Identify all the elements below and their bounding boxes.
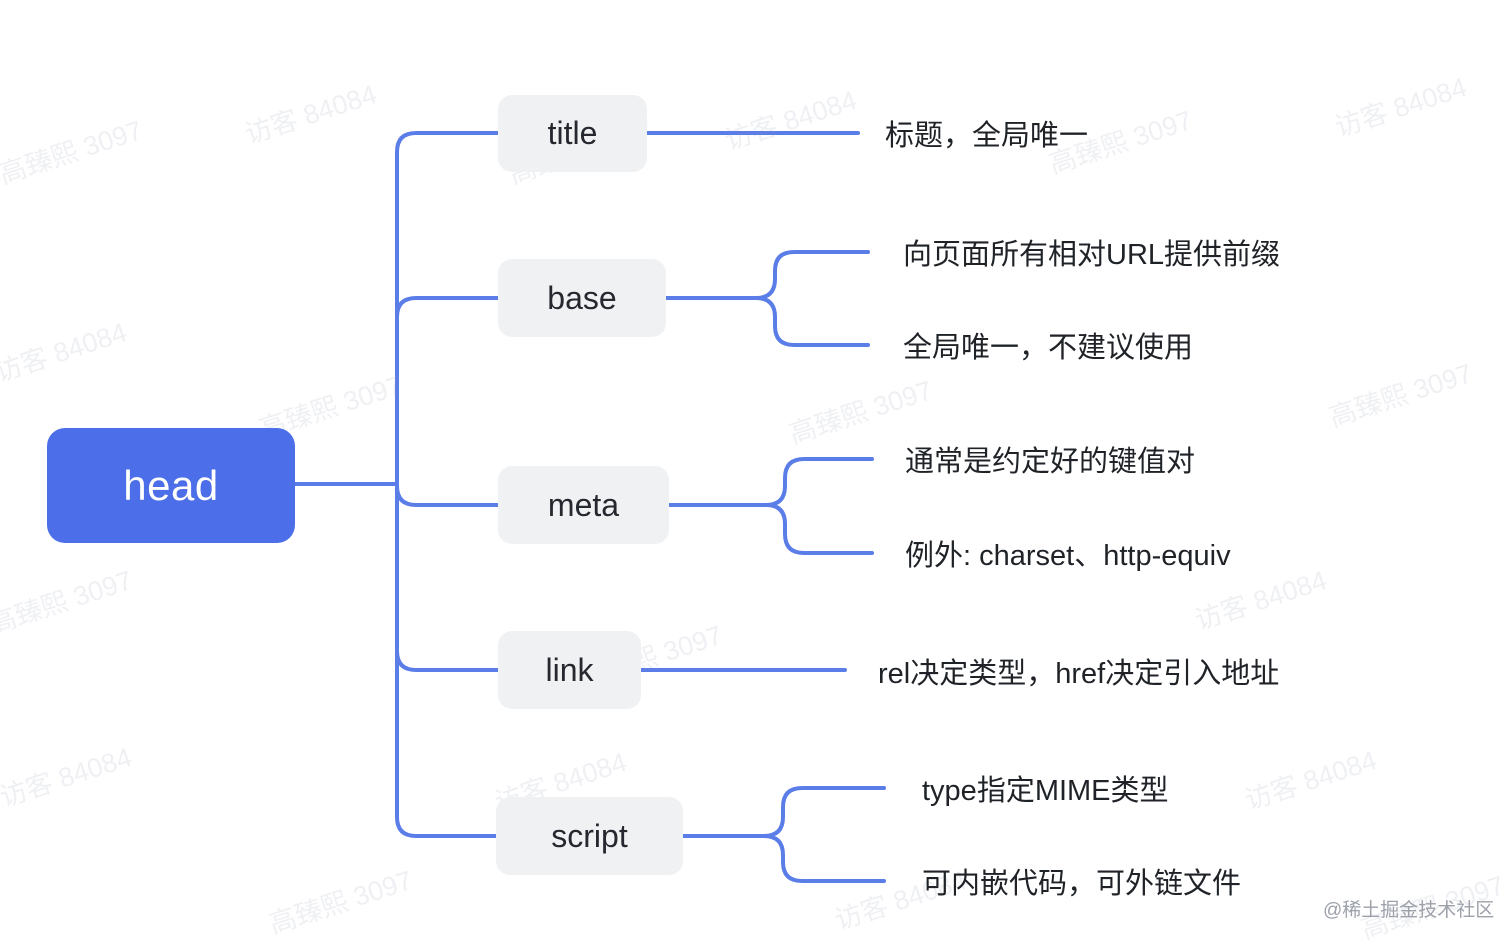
desc-meta-2: 例外: charset、http-equiv xyxy=(905,540,1231,572)
watermark-text: 访客 84084 xyxy=(721,85,861,156)
watermark-text: 高臻熙 3097 xyxy=(0,565,137,640)
watermark-text: 访客 84084 xyxy=(0,742,136,813)
desc-meta-1: 通常是约定好的键值对 xyxy=(905,446,1196,478)
node-meta[interactable]: meta xyxy=(498,466,669,544)
community-credit: @稀土掘金技术社区 xyxy=(1323,900,1495,921)
watermark-text: 高臻熙 3097 xyxy=(0,115,147,190)
watermark-text: 访客 84084 xyxy=(241,79,381,150)
watermark-text: 访客 84084 xyxy=(0,317,131,388)
desc-link: rel决定类型，href决定引入地址 xyxy=(878,658,1280,690)
desc-script-2: 可内嵌代码，可外链文件 xyxy=(922,868,1242,900)
node-script[interactable]: script xyxy=(496,797,683,875)
node-link[interactable]: link xyxy=(498,631,641,709)
desc-title: 标题，全局唯一 xyxy=(885,120,1089,152)
watermark-text: 访客 84084 xyxy=(1331,72,1471,143)
node-title[interactable]: title xyxy=(498,95,647,172)
watermark-text: 高臻熙 3097 xyxy=(265,865,417,940)
desc-base-1: 向页面所有相对URL提供前缀 xyxy=(903,239,1281,271)
watermark-text: 高臻熙 3097 xyxy=(1325,358,1477,433)
watermark-text: 访客 84084 xyxy=(1241,745,1381,816)
desc-base-2: 全局唯一，不建议使用 xyxy=(903,332,1194,364)
desc-script-1: type指定MIME类型 xyxy=(922,775,1169,807)
node-base[interactable]: base xyxy=(498,259,666,337)
node-head[interactable]: head xyxy=(47,428,295,543)
